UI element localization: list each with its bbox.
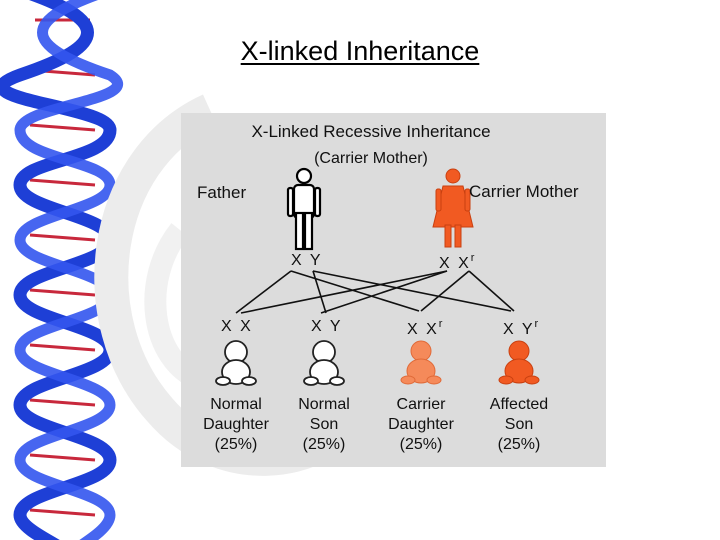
line-mother-xr-to-child4 [468, 270, 515, 312]
inheritance-diagram-panel: X-Linked Recessive Inheritance (Carrier … [181, 113, 606, 467]
child4-genotype: X Yr [503, 318, 539, 338]
mother-genotype: X Xr [439, 252, 475, 272]
carrier-mother-label: Carrier Mother [469, 182, 579, 201]
affected-son-baby-icon [498, 340, 540, 385]
father-label: Father [197, 183, 247, 202]
carrier-mother-figure-icon [432, 168, 474, 248]
line-mother-x-to-child1 [240, 270, 448, 314]
child3-genotype: X Xr [407, 318, 443, 338]
inheritance-lines [235, 270, 515, 314]
dna-helix-decoration [0, 0, 124, 540]
line-mother-x-to-child2 [320, 270, 448, 314]
mother-genotype-recessive-marker: r [470, 252, 475, 264]
slide-title: X-linked Inheritance [240, 36, 480, 66]
dna-strand-a [0, 0, 117, 540]
line-mother-xr-to-child3 [420, 270, 470, 312]
line-father-y-to-child4 [312, 270, 512, 312]
diagram-title: X-Linked Recessive Inheritance [251, 122, 491, 141]
child3-recessive-marker: r [438, 318, 443, 330]
normal-daughter-baby-icon [215, 340, 257, 386]
normal-son-baby-icon [303, 340, 345, 386]
line-father-y-to-child2 [312, 270, 327, 314]
father-figure-icon [286, 167, 322, 251]
child2-genotype: X Y [311, 318, 343, 335]
diagram-graphics [215, 167, 540, 386]
line-father-x-to-child1 [235, 270, 292, 314]
child-figures [215, 340, 540, 386]
diagram-subtitle: (Carrier Mother) [314, 150, 428, 167]
child1-genotype: X X [221, 318, 253, 335]
carrier-daughter-baby-icon [400, 340, 442, 385]
child4-recessive-marker: r [534, 318, 539, 330]
line-father-x-to-child3 [290, 270, 420, 312]
dna-strand-b [14, 0, 124, 540]
father-genotype: X Y [291, 252, 323, 269]
